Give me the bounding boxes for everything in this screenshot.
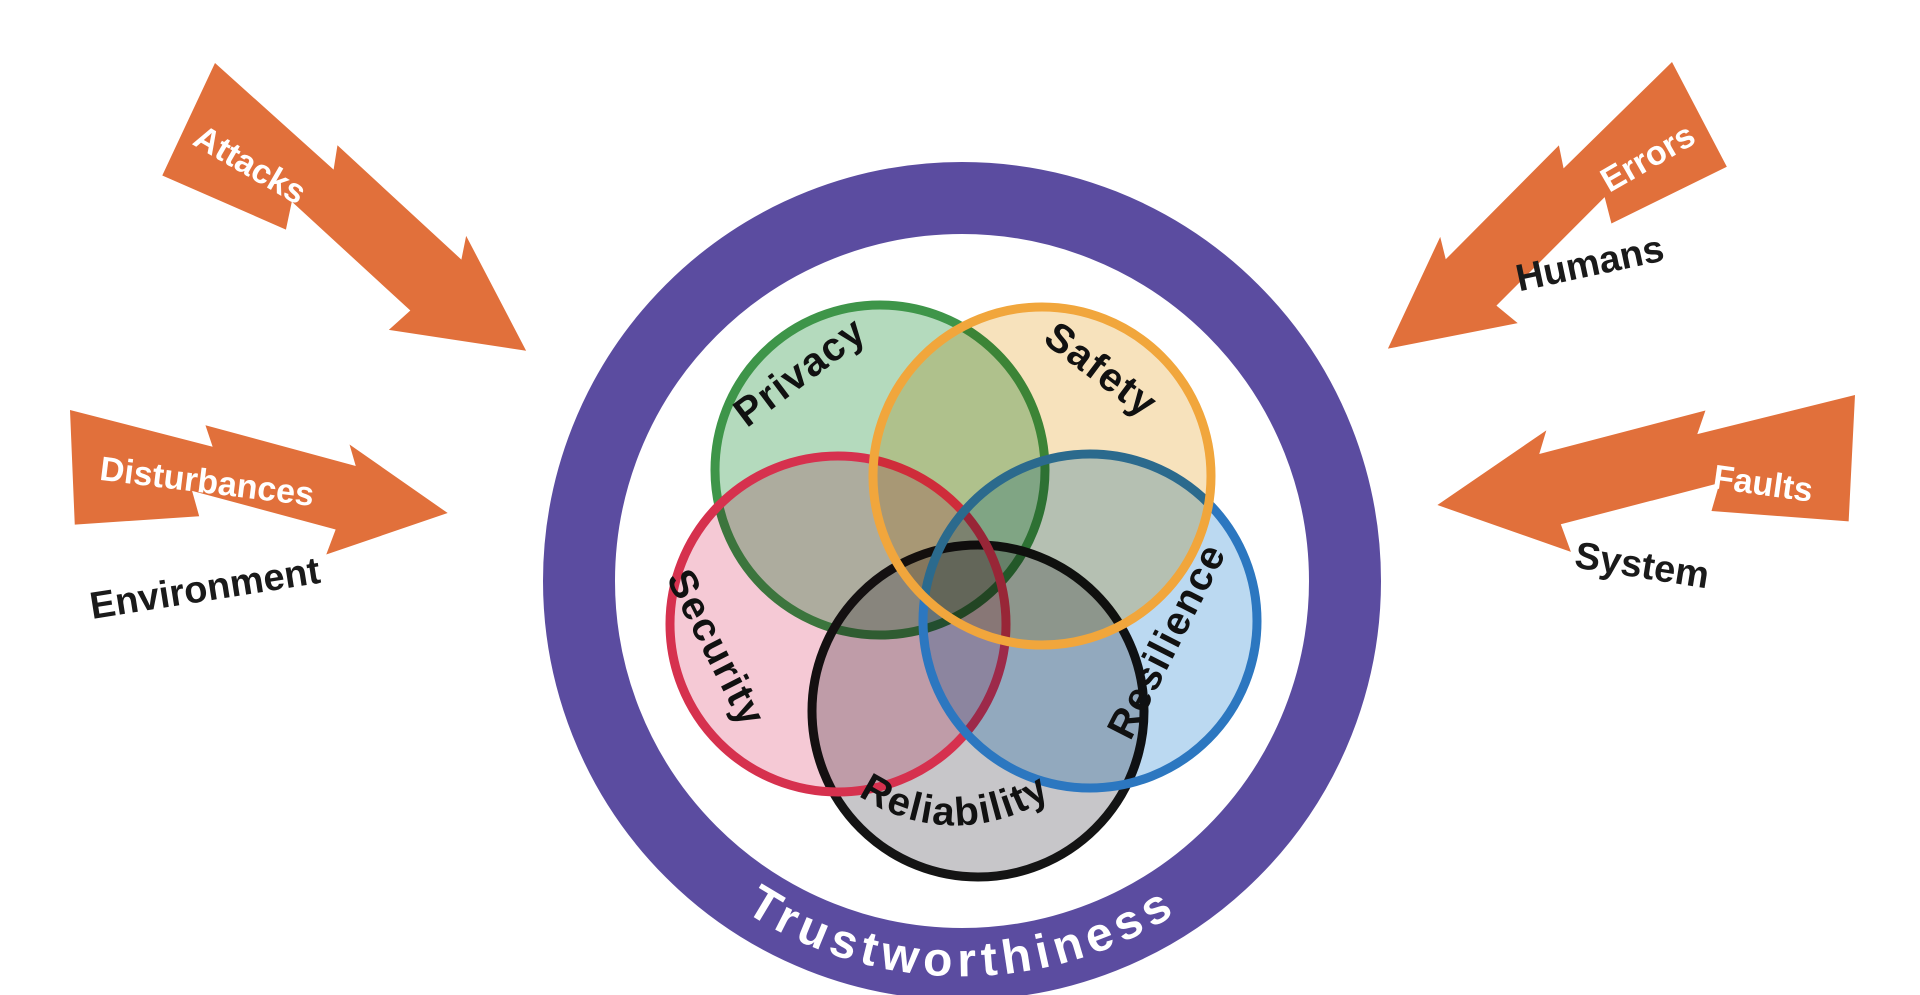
ring-band [543,162,1381,995]
venn-group: Privacy Safety Security Resilience Relia… [658,300,1262,882]
errors-bolt [1387,62,1727,349]
faults-bolt [1437,395,1855,552]
safety-circle [868,302,1216,650]
safety-circle-fill [873,307,1211,645]
environment-label: Environment [87,550,323,628]
system-label: System [1572,535,1712,598]
disturbances-bolt [70,410,448,555]
attacks-bolt [162,63,527,351]
